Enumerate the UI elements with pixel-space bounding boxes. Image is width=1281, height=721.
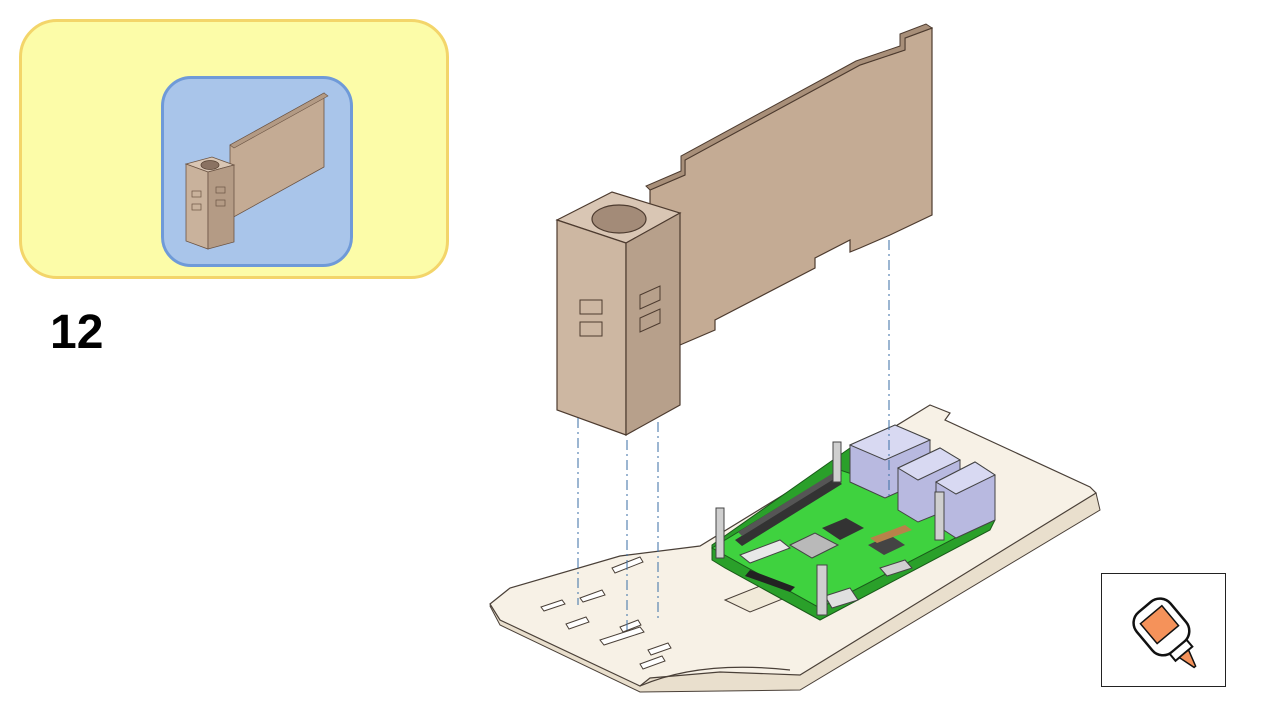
raspberry-pi-board	[711, 424, 997, 621]
alignment-guide-lines	[577, 240, 890, 632]
wooden-column-bracket	[555, 23, 934, 437]
assembled-part-thumbnail-icon	[161, 76, 353, 267]
step-preview-panel	[19, 19, 449, 279]
glue-bottle-icon	[1101, 573, 1226, 687]
step-number: 12	[50, 306, 104, 359]
